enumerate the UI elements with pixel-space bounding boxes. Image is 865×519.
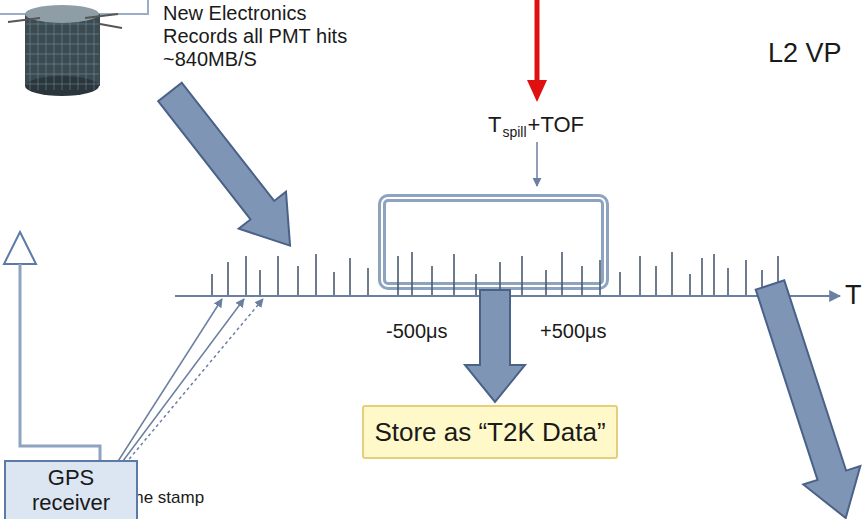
annotation-text: ~840MB/S <box>163 48 257 71</box>
device-box: GPS receiver <box>4 460 138 519</box>
flow-arrow <box>465 290 525 402</box>
box-text: GPS receiver <box>14 466 128 514</box>
flow-arrow <box>741 276 865 519</box>
annotation-text: New Electronics <box>163 2 306 25</box>
flow-arrow <box>146 74 313 265</box>
pointer-arrow <box>536 142 538 186</box>
slide-heading: L2 VP <box>768 38 842 69</box>
store-box: Store as “T2K Data” <box>362 405 618 459</box>
box-text: Store as “T2K Data” <box>374 418 605 447</box>
time-bound: +500μs <box>540 320 607 343</box>
antenna-symbol <box>4 232 36 264</box>
gps-wire <box>20 264 100 478</box>
time-expression: +TOF <box>528 112 584 137</box>
annotation-text: Records all PMT hits <box>163 25 347 48</box>
red-arrow <box>535 0 540 82</box>
subscript: spill <box>502 124 526 140</box>
axis-label: T <box>845 280 862 311</box>
time-bound: -500μs <box>386 320 448 343</box>
detector-illustration <box>8 5 122 96</box>
timestamp-arrow <box>108 299 244 481</box>
time-window <box>382 198 605 286</box>
time-symbol: T <box>488 112 501 137</box>
timestamp-arrow <box>106 299 222 480</box>
timestamp-arrow <box>110 299 263 482</box>
